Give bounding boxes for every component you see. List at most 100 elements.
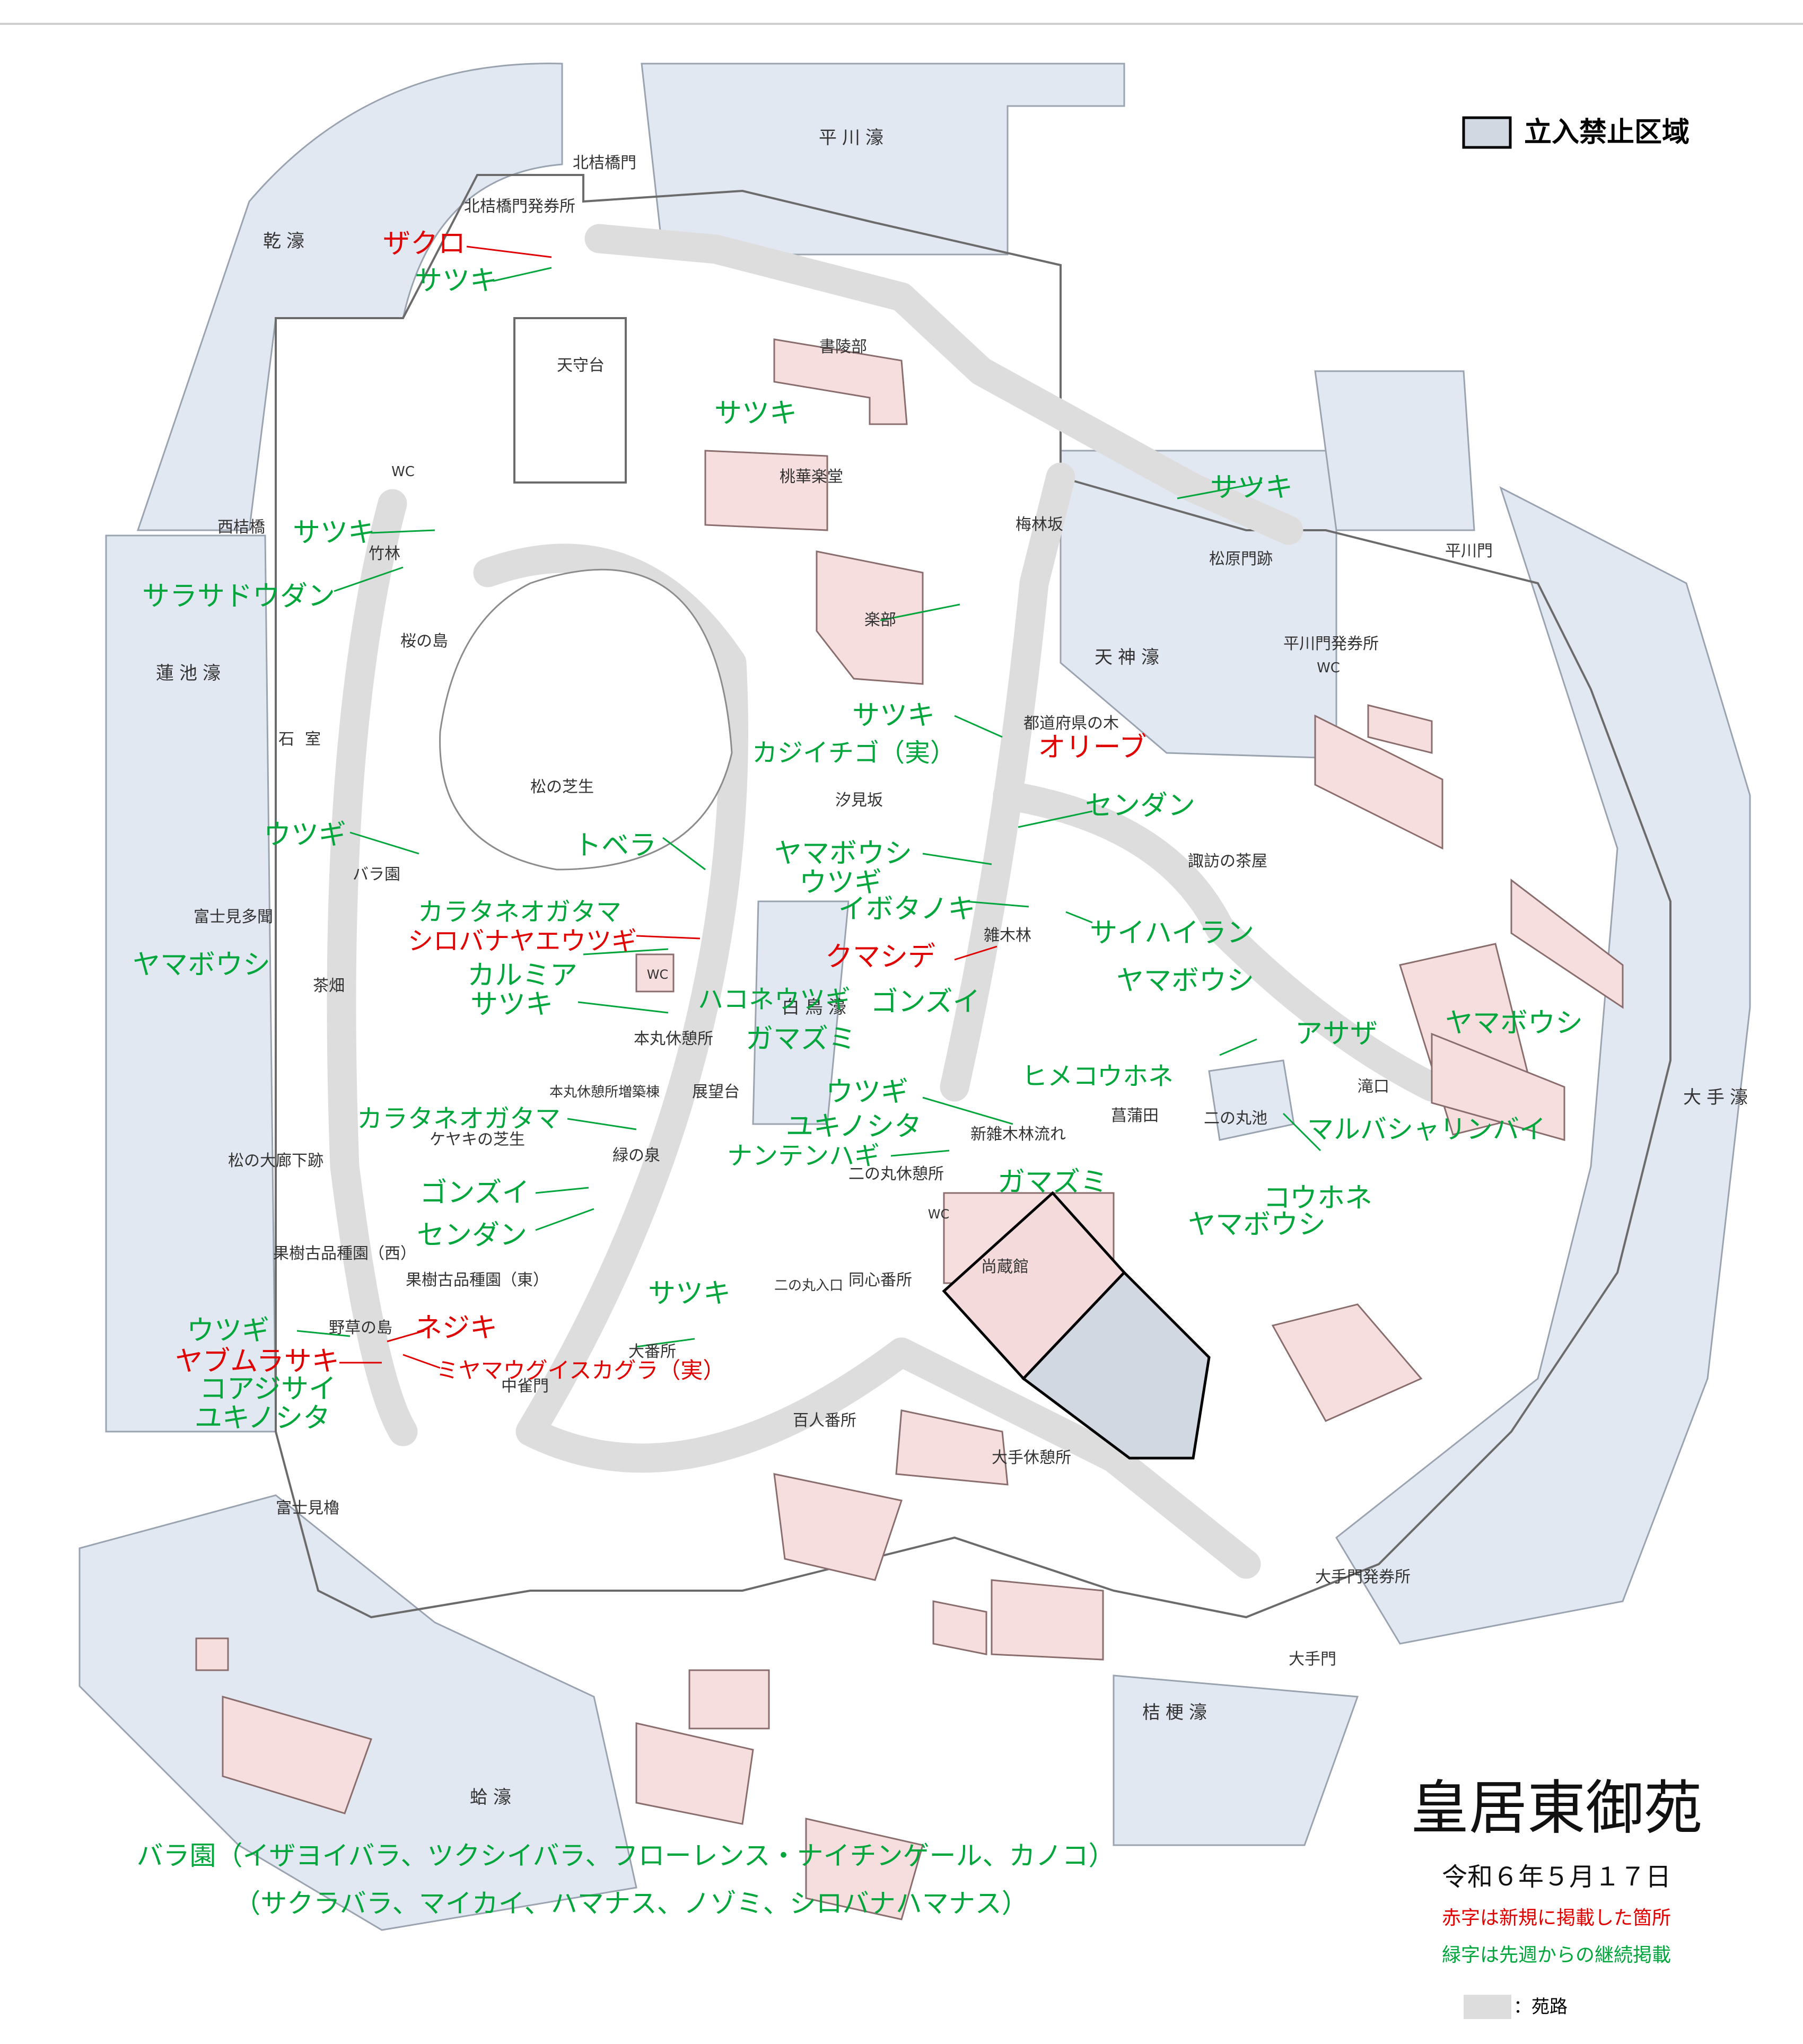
plant-label-continuing: ヒメコウホネ (1021, 1062, 1174, 1091)
plant-label-new: ザクロ (382, 228, 466, 260)
place-label: 諏訪の茶屋 (1188, 852, 1267, 871)
place-label: 都道府県の木 (1023, 714, 1119, 733)
place-label: 二の丸入口 (774, 1278, 844, 1294)
place-label: バラ園 (353, 865, 400, 884)
place-label: 松の芝生 (530, 778, 594, 796)
place-label: 滝口 (1358, 1077, 1389, 1096)
place-label: 松の大廊下跡 (228, 1152, 323, 1170)
place-label: 新雑木林流れ (970, 1125, 1066, 1144)
place-label: 天守台 (557, 356, 605, 375)
leader-lines-red (339, 245, 997, 1369)
leader-lines-green (296, 267, 1321, 1348)
place-label: 北桔橋門 (573, 154, 636, 172)
place-label: 果樹古品種園（西） (273, 1244, 416, 1263)
map-date: 令和６年５月１７日 (1441, 1862, 1671, 1892)
place-label: 桃華楽堂 (780, 468, 843, 486)
plant-label-continuing: マルバシャリンバイ (1307, 1114, 1546, 1145)
plant-label-continuing: ヤマボウシ (1116, 965, 1255, 997)
plant-label-continuing: サツキ (414, 265, 498, 297)
place-label: 同心番所 (848, 1271, 912, 1289)
place-label: WC (1317, 660, 1340, 676)
place-label: 果樹古品種園（東） (406, 1271, 549, 1289)
legend-path-swatch (1464, 1995, 1511, 2019)
place-label: 二の丸休憩所 (848, 1165, 944, 1183)
place-label: 大手門 (1289, 1650, 1336, 1669)
legend-restricted-swatch (1462, 116, 1512, 149)
moat-label: 乾濠 (263, 231, 310, 252)
plant-label-continuing: サツキ (714, 398, 798, 429)
plant-label-new: ミヤマウグイスカグラ（実） (436, 1357, 725, 1383)
plant-label-continuing: ウツギ (825, 1076, 909, 1108)
legend-restricted-label: 立入禁止区域 (1524, 117, 1690, 148)
plant-label-continuing: サツキ (852, 700, 935, 732)
plant-label-new: クマシデ (825, 941, 936, 973)
plant-label-continuing: アサザ (1294, 1018, 1378, 1050)
place-label: 梅林坂 (1016, 515, 1063, 534)
moat-label: 平川濠 (819, 127, 889, 148)
note-green: 緑字は先週からの継続掲載 (1441, 1944, 1671, 1966)
plant-label-continuing: ゴンズイ (870, 986, 981, 1018)
plant-label-continuing: ヤマボウシ (1187, 1209, 1326, 1241)
place-label: WC (391, 464, 415, 480)
place-label: 富士見櫓 (276, 1499, 339, 1517)
moat-label: 白鳥濠 (782, 997, 852, 1018)
matsu-lawn (439, 568, 733, 871)
plant-label-continuing: カラタネオガタマ (356, 1104, 561, 1134)
plant-label-continuing: ガマズミ (745, 1023, 856, 1055)
place-label: 楽部 (864, 611, 896, 629)
plant-label-continuing: サツキ (470, 989, 554, 1021)
legend-path-label: ：苑路 (1513, 1996, 1568, 2017)
moat-label: 大手濠 (1683, 1087, 1753, 1108)
place-label: 二の丸池 (1204, 1109, 1267, 1128)
place-label: ケヤキの芝生 (430, 1130, 525, 1149)
plant-label-continuing: ウツギ (799, 867, 882, 899)
plant-label-continuing: カラタネオガタマ (417, 897, 622, 927)
place-label: 本丸休憩所増築棟 (549, 1084, 660, 1100)
map-title: 皇居東御苑 (1411, 1774, 1702, 1842)
moat-label: 蛤濠 (470, 1787, 517, 1808)
place-label: 大手休憩所 (992, 1449, 1071, 1467)
rose-garden-line-2: （サクラバラ、マイカイ、ハマナス、ノゾミ、シロバナハマナス） (234, 1888, 1028, 1919)
plant-label-continuing: トベラ (573, 830, 657, 862)
plant-label-continuing: サツキ (1210, 472, 1293, 504)
place-label: 石室 (278, 730, 331, 749)
plant-label-continuing: ナンテンハギ (727, 1141, 880, 1171)
place-label: 桜の島 (400, 632, 448, 651)
plant-label-continuing: カジイチゴ（実） (751, 738, 956, 768)
plant-label-continuing: ユキノシタ (785, 1111, 922, 1143)
place-label: 大番所 (628, 1343, 676, 1361)
plant-label-continuing: ユキノシタ (194, 1402, 331, 1434)
place-label: 百人番所 (793, 1411, 856, 1430)
place-label: 平川門発券所 (1283, 635, 1379, 653)
place-label: 雑木林 (984, 926, 1031, 945)
plant-label-continuing: コウホネ (1263, 1182, 1372, 1214)
plant-label-continuing: ウツギ (263, 819, 347, 851)
rose-garden-line-1: バラ園（イザヨイバラ、ツクシイバラ、フローレンス・ナイチンゲール、カノコ） (136, 1840, 1115, 1871)
plant-label-continuing: ウツギ (186, 1315, 270, 1347)
moats (78, 63, 1751, 1931)
place-label: 大手門発券所 (1315, 1568, 1411, 1586)
plant-label-continuing: イボタノキ (838, 893, 976, 925)
place-label: WC (927, 1207, 950, 1222)
place-label: 竹林 (369, 545, 400, 563)
plant-label-continuing: サラサドウダン (142, 581, 336, 612)
plant-label-continuing: ガマズミ (997, 1166, 1108, 1198)
place-label: 茶畑 (313, 977, 345, 995)
plant-label-continuing: センダン (416, 1220, 528, 1251)
plant-label-new: ネジキ (414, 1312, 498, 1344)
moat-label: 桔梗濠 (1142, 1702, 1212, 1723)
place-label: WC (646, 967, 669, 982)
walls (275, 174, 1671, 1619)
plant-label-continuing: ヤマボウシ (132, 949, 271, 981)
place-label: 尚蔵館 (981, 1258, 1029, 1276)
plant-label-continuing: ヤマボウシ (774, 838, 913, 870)
moat-label: 天神濠 (1095, 647, 1165, 668)
place-label: 西桔橋 (217, 518, 265, 537)
plant-label-new: ヤブムラサキ (175, 1346, 339, 1378)
plant-label-continuing: センダン (1084, 790, 1196, 822)
place-label: 書陵部 (819, 338, 867, 356)
place-label: 緑の泉 (612, 1146, 660, 1165)
place-label: 本丸休憩所 (634, 1030, 713, 1048)
place-label: 富士見多聞 (194, 908, 273, 926)
